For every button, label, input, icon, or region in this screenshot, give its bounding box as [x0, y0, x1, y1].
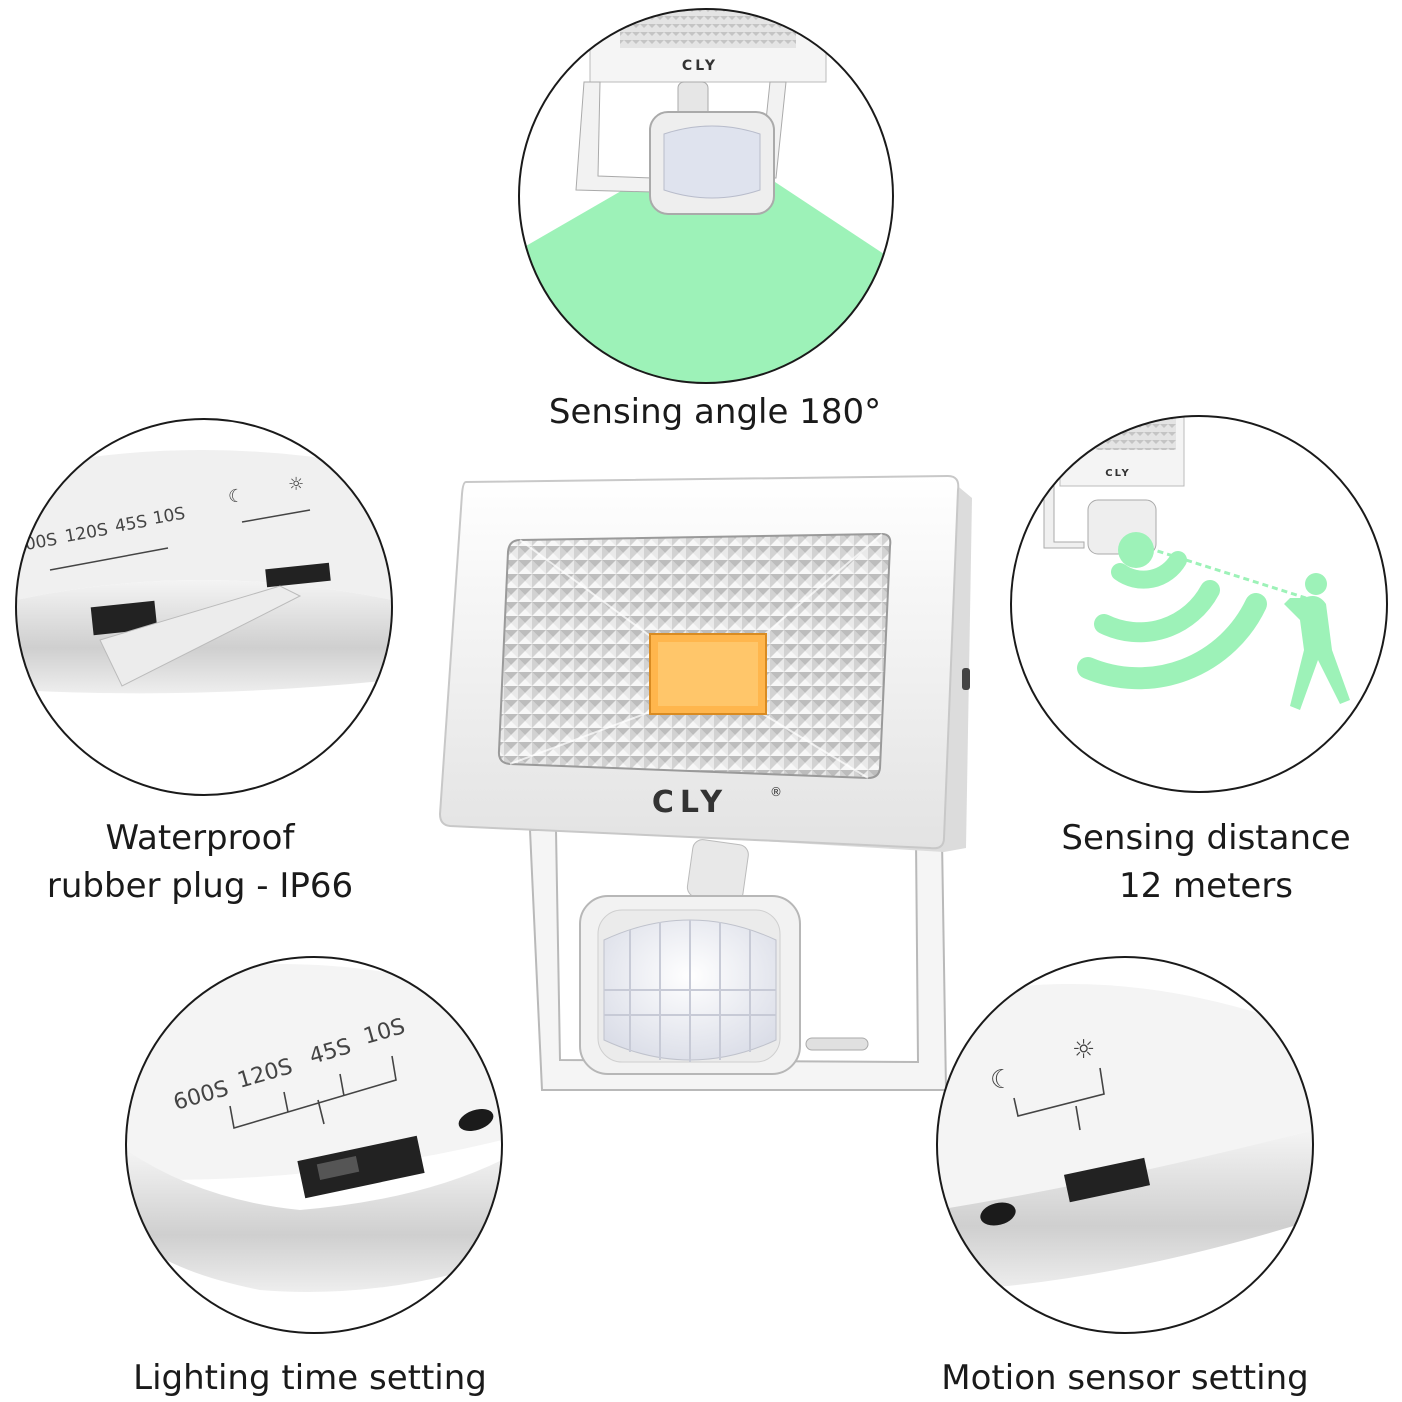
- waterproof-plug-detail: 00S 120S 45S 10S ☾ ☼: [15, 418, 393, 796]
- top-logo: CLY: [682, 58, 718, 74]
- caption-lighting-time: Lighting time setting: [100, 1354, 520, 1402]
- registered-mark: ®: [770, 785, 782, 799]
- sensing-distance-detail: CLY: [1010, 415, 1388, 793]
- left-sun-icon: ☼: [288, 474, 304, 495]
- time-adjust-knob: [458, 1108, 494, 1132]
- caption-sensing-angle-text: Sensing angle 180°: [548, 392, 882, 432]
- sensing-angle-detail: CLY: [518, 8, 894, 384]
- caption-waterproof: Waterproof rubber plug - IP66: [0, 814, 400, 910]
- sun-icon: ☼: [1072, 1035, 1095, 1065]
- moon-icon: ☾: [990, 1065, 1013, 1095]
- motion-sensor-detail: ☾ ☼: [936, 956, 1314, 1334]
- lighting-time-detail: 600S 120S 45S 10S: [125, 956, 503, 1334]
- caption-sensing-distance: Sensing distance 12 meters: [1010, 814, 1402, 910]
- caption-lighting-time-text: Lighting time setting: [133, 1358, 487, 1398]
- right-logo: CLY: [1105, 468, 1130, 479]
- caption-motion-sensor: Motion sensor setting: [920, 1354, 1330, 1402]
- sensor-adjust-knob: [980, 1202, 1016, 1226]
- caption-waterproof-line2: rubber plug - IP66: [46, 866, 354, 906]
- time-slider-slot: [297, 1135, 425, 1199]
- sensor-slider-slot: [1063, 1157, 1151, 1203]
- person-silhouette: [1284, 573, 1350, 710]
- caption-motion-sensor-text: Motion sensor setting: [941, 1358, 1309, 1398]
- floodlight-main: CLY ®: [438, 474, 972, 1091]
- left-moon-icon: ☾: [228, 486, 244, 507]
- brand-logo: CLY: [652, 785, 728, 820]
- caption-sensing-distance-line2: 12 meters: [1118, 866, 1294, 906]
- caption-sensing-distance-line1: Sensing distance: [1061, 818, 1351, 858]
- caption-sensing-angle: Sensing angle 180°: [480, 388, 950, 436]
- caption-waterproof-line1: Waterproof: [105, 818, 295, 858]
